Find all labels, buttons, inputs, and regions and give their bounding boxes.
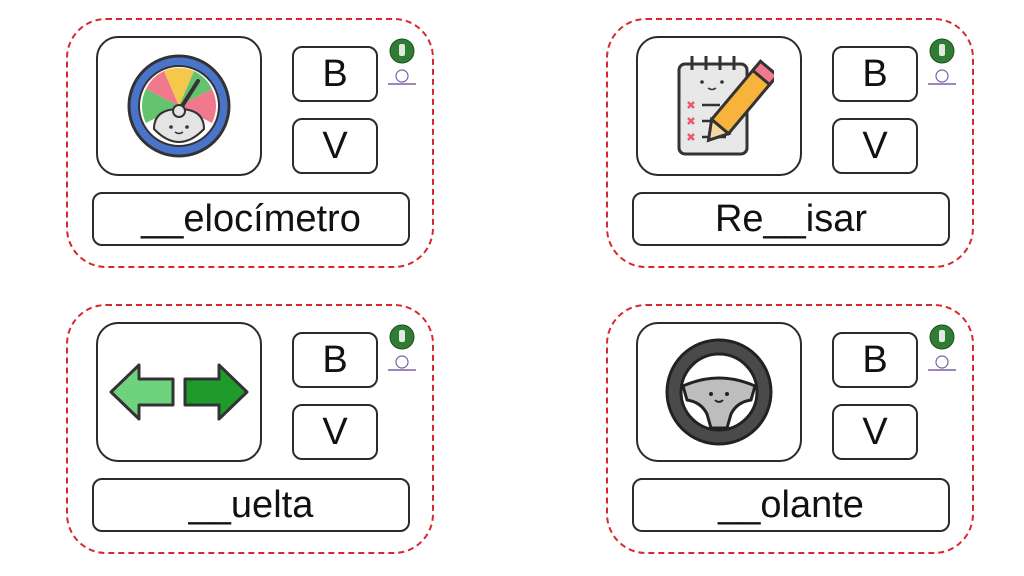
word-card-revisar: B V Re__isar (606, 18, 974, 268)
steering-wheel-icon (665, 338, 773, 446)
word-field: Re__isar (632, 192, 950, 246)
word-card-vuelta: B V __uelta (66, 304, 434, 554)
word-field: __olante (632, 478, 950, 532)
logo-icon (388, 38, 416, 85)
picture-box (636, 322, 802, 462)
speedometer-icon (127, 54, 231, 158)
option-b-button[interactable]: B (832, 332, 918, 388)
logo-icon (928, 324, 956, 371)
option-v-button[interactable]: V (292, 404, 378, 460)
option-b-button[interactable]: B (292, 46, 378, 102)
picture-box (636, 36, 802, 176)
word-field: __uelta (92, 478, 410, 532)
word-field: __elocímetro (92, 192, 410, 246)
logo-icon (928, 38, 956, 85)
checklist-pencil-icon (677, 56, 774, 156)
option-b-button[interactable]: B (832, 46, 918, 102)
left-right-arrows-icon (109, 363, 249, 421)
option-v-button[interactable]: V (832, 404, 918, 460)
word-card-volante: B V __olante (606, 304, 974, 554)
logo-icon (388, 324, 416, 371)
word-card-velocimetro: B V __elocímetro (66, 18, 434, 268)
picture-box (96, 36, 262, 176)
option-v-button[interactable]: V (832, 118, 918, 174)
picture-box (96, 322, 262, 462)
option-v-button[interactable]: V (292, 118, 378, 174)
option-b-button[interactable]: B (292, 332, 378, 388)
